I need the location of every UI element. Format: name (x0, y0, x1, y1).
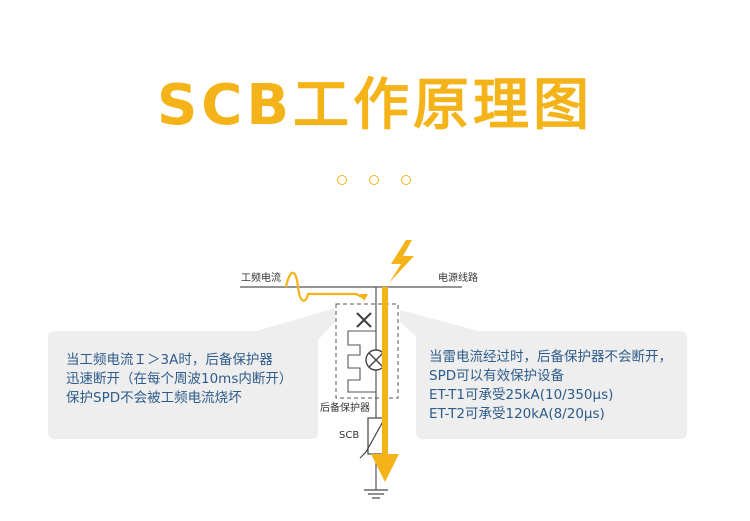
lightning-icon (389, 240, 414, 283)
left-info-line: 保护SPD不会被工频电流烧坏 (66, 390, 242, 406)
dot-icon (369, 175, 379, 185)
right-info-line: ET-T1可承受25kA(10/350μs) (429, 387, 614, 403)
label-scb: SCB (339, 430, 359, 441)
lightning-current-arrowhead (371, 454, 399, 482)
ground-icon (364, 489, 388, 499)
right-info-line: 当雷电流经过时，后备保护器不会断开， (429, 349, 672, 365)
power-current-arrowhead (360, 294, 368, 301)
backup-protector-box (335, 303, 399, 399)
lightning-current-path (382, 287, 388, 455)
decorative-dots (337, 175, 417, 189)
label-backup-protector: 后备保护器 (320, 401, 370, 414)
left-info-box: 当工频电流Ｉ＞3A时，后备保护器 迅速断开（在每个周波10ms内断开） 保护SP… (48, 331, 318, 439)
power-frequency-current-path (284, 271, 365, 302)
left-info-line: 迅速断开（在每个周波10ms内断开） (66, 371, 293, 387)
page-title: SCB工作原理图 (156, 73, 594, 138)
right-info-line: ET-T2可承受120kA(8/20μs) (429, 406, 605, 422)
dot-icon (401, 175, 411, 185)
label-power-frequency: 工频电流 (241, 271, 281, 284)
left-info-line: 当工频电流Ｉ＞3A时，后备保护器 (66, 352, 273, 368)
right-info-line: SPD可以有效保护设备 (429, 368, 565, 384)
switch-x-icon (356, 312, 372, 328)
right-info-box: 当雷电流经过时，后备保护器不会断开， SPD可以有效保护设备 ET-T1可承受2… (416, 331, 687, 439)
label-power-line: 电源线路 (438, 271, 478, 284)
thermal-element (347, 330, 376, 393)
dot-icon (337, 175, 347, 185)
